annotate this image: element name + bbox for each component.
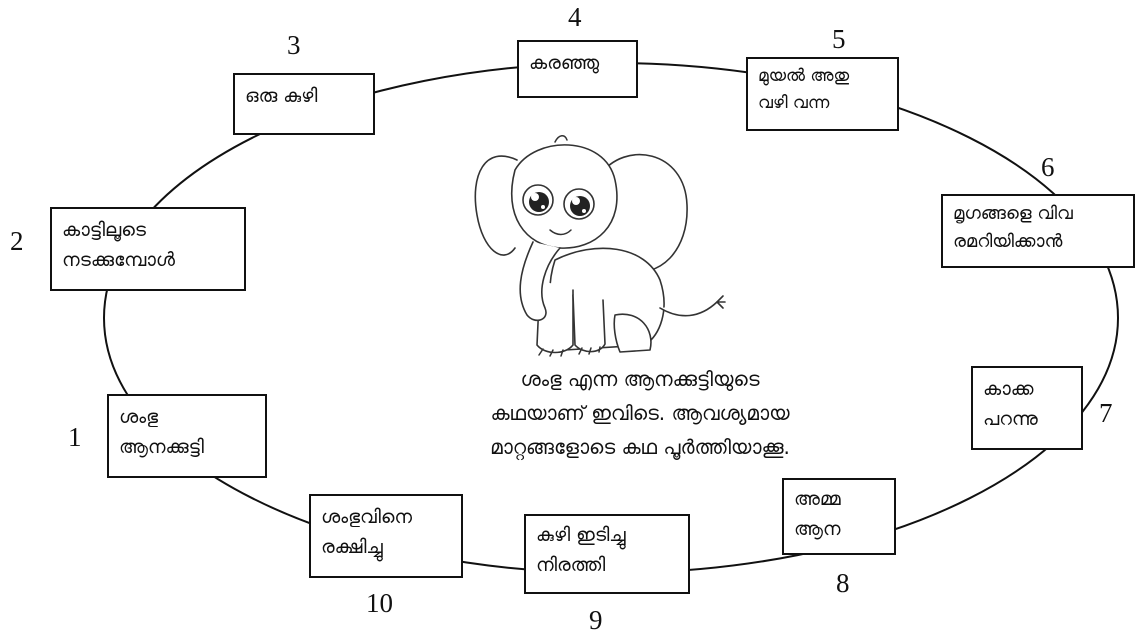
step-10-line-2: രക്ഷിച്ചു: [321, 536, 383, 558]
step-8-line-2: ആന: [794, 518, 841, 540]
step-8-line-1: അമ്മ: [794, 488, 841, 510]
step-box-1: ശംഭു ആനക്കുട്ടി: [107, 394, 267, 478]
step-7-line-1: കാക്ക: [983, 378, 1034, 400]
step-box-3: ഒരു കുഴി: [233, 73, 375, 135]
story-instruction: ശംഭു എന്ന ആനക്കുട്ടിയുടെ കഥയാണ് ഇവിടെ. ആ…: [400, 362, 880, 464]
step-6-line-1: മൃഗങ്ങളെ വിവ: [953, 203, 1073, 224]
step-9-line-2: നിരത്തി: [536, 554, 606, 576]
step-box-5: മുയൽ അതു വഴി വന്ന: [746, 57, 899, 131]
step-6-line-2: രമറിയിക്കാൻ: [953, 231, 1063, 252]
step-number-4: 4: [568, 2, 582, 32]
step-1-line-1: ശംഭു: [119, 406, 159, 428]
step-3-line-1: ഒരു കുഴി: [245, 85, 318, 107]
step-number-6: 6: [1041, 152, 1055, 182]
step-number-10: 10: [366, 588, 393, 618]
step-number-8: 8: [836, 568, 850, 598]
instruction-line-1: ശംഭു എന്ന ആനക്കുട്ടിയുടെ: [520, 367, 760, 391]
step-box-10: ശംഭുവിനെ രക്ഷിച്ചു: [309, 494, 463, 578]
step-number-2: 2: [10, 226, 24, 256]
step-box-7: കാക്ക പറന്നു: [971, 366, 1083, 450]
step-number-5: 5: [832, 24, 846, 54]
step-1-line-2: ആനക്കുട്ടി: [119, 436, 204, 458]
step-box-9: കുഴി ഇടിച്ചു നിരത്തി: [524, 514, 690, 594]
step-10-line-1: ശംഭുവിനെ: [321, 506, 413, 528]
step-2-line-1: കാട്ടിലൂടെ: [62, 219, 146, 241]
step-number-1: 1: [68, 422, 82, 452]
instruction-line-2: കഥയാണ് ഇവിടെ. ആവശ്യമായ: [490, 401, 790, 425]
step-box-8: അമ്മ ആന: [782, 478, 896, 555]
step-9-line-1: കുഴി ഇടിച്ചു: [536, 524, 626, 546]
step-2-line-2: നടക്കുമ്പോൾ: [62, 249, 175, 271]
instruction-line-3: മാറ്റങ്ങളോടെ കഥ പൂർത്തിയാക്കൂ.: [490, 435, 790, 459]
step-number-9: 9: [589, 605, 603, 635]
step-number-7: 7: [1099, 398, 1113, 428]
step-number-3: 3: [287, 30, 301, 60]
step-5-line-2: വഴി വന്ന: [758, 93, 830, 113]
step-7-line-2: പറന്നു: [983, 408, 1038, 430]
step-5-line-1: മുയൽ അതു: [758, 66, 850, 86]
step-box-4: കരഞ്ഞു: [517, 40, 638, 98]
step-box-6: മൃഗങ്ങളെ വിവ രമറിയിക്കാൻ: [941, 194, 1135, 268]
step-box-2: കാട്ടിലൂടെ നടക്കുമ്പോൾ: [50, 207, 246, 291]
baby-elephant-icon: [474, 135, 726, 357]
step-4-line-1: കരഞ്ഞു: [529, 52, 600, 74]
